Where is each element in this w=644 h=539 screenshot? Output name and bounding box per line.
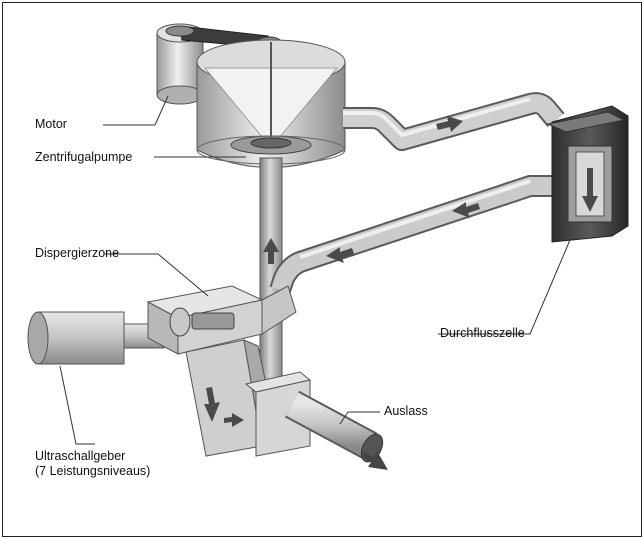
flow-cell xyxy=(546,105,629,243)
flow-cell-label: Durchflusszelle xyxy=(440,326,525,340)
flow-arrow-left-2 xyxy=(326,247,354,263)
flow-arrow-right-small xyxy=(224,413,244,427)
leader-lines xyxy=(59,95,571,445)
outlet-arrow xyxy=(362,451,388,470)
flow-arrow-left-1 xyxy=(452,202,480,218)
pump-label: Zentrifugalpumpe xyxy=(35,150,133,164)
flow-arrow-down xyxy=(582,168,598,212)
return-pipe xyxy=(269,175,552,294)
motor-label: Motor xyxy=(35,117,67,131)
outlet-pipe xyxy=(284,390,388,470)
dispersion-zone xyxy=(146,285,297,355)
flow-arrow-right xyxy=(436,116,463,132)
flow-arrow-up xyxy=(263,238,279,264)
outlet-label: Auslass xyxy=(384,404,428,418)
lower-vessel xyxy=(185,339,312,457)
ultrasound-label-line2: (7 Leistungsniveaus) xyxy=(35,464,151,478)
flow-arrow-down-left xyxy=(204,387,220,422)
pipe-to-flow-cell xyxy=(343,92,565,151)
ultrasound-transducer xyxy=(27,311,165,365)
ultrasound-label-line1: Ultraschallgeber xyxy=(35,449,126,463)
centrifugal-pump xyxy=(196,39,346,168)
dispersion-zone-label: Dispergierzone xyxy=(35,246,120,260)
